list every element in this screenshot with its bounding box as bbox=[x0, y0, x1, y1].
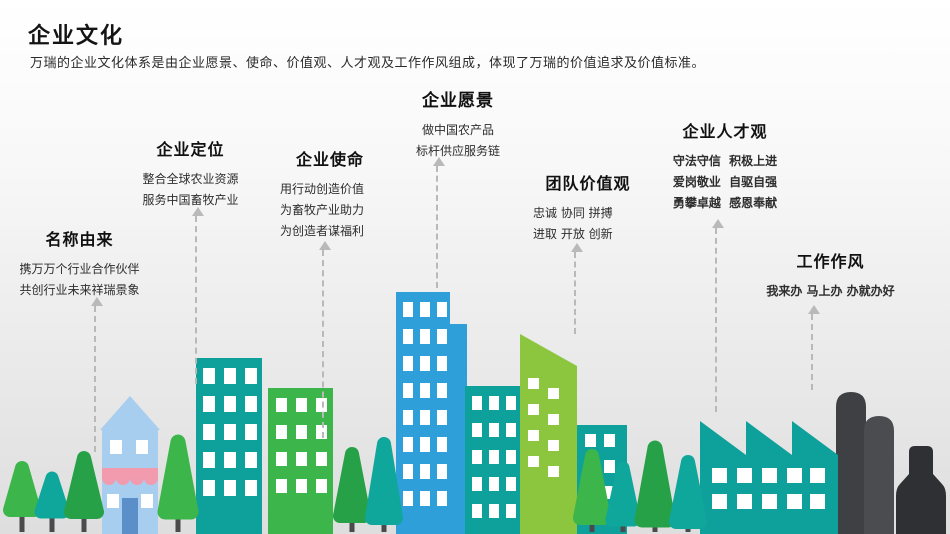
building-blue-tower bbox=[396, 292, 467, 534]
dashed-arrow-positioning bbox=[192, 207, 204, 384]
dashed-arrow-team-values bbox=[571, 243, 583, 334]
section-work-style: 工作作风 我来办 马上办 办就办好 bbox=[748, 248, 913, 302]
section-title: 企业定位 bbox=[156, 140, 225, 159]
section-line: 标杆供应服务链 bbox=[415, 144, 500, 158]
chimney-right bbox=[864, 416, 894, 534]
section-line: 爱岗敬业 自驱自强 bbox=[672, 175, 778, 189]
house bbox=[100, 396, 160, 534]
building-teal-left bbox=[196, 358, 262, 534]
building-lightgreen-slant bbox=[520, 334, 577, 534]
building-teal-mid bbox=[465, 386, 520, 534]
dashed-arrow-vision bbox=[433, 157, 445, 288]
section-line: 整合全球农业资源 bbox=[142, 172, 239, 186]
trees bbox=[3, 434, 707, 532]
section-line: 我来办 马上办 办就办好 bbox=[766, 284, 895, 298]
section-positioning: 企业定位 整合全球农业资源 服务中国畜牧产业 bbox=[113, 136, 268, 211]
section-title: 企业愿景 bbox=[422, 91, 494, 111]
section-title: 团队价值观 bbox=[545, 174, 631, 193]
dashed-arrow-name-origin bbox=[91, 297, 103, 452]
section-line: 用行动创造价值 bbox=[280, 182, 365, 196]
section-line: 进取 开放 创新 bbox=[533, 227, 613, 241]
chimney-left bbox=[836, 392, 866, 534]
dashed-arrow-mission bbox=[319, 241, 331, 438]
dashed-arrow-work-style bbox=[808, 305, 820, 390]
section-team-values: 团队价值观 忠诚 协同 拼搏 进取 开放 创新 bbox=[533, 170, 643, 245]
section-line: 共创行业未来祥瑞景象 bbox=[19, 283, 140, 297]
factory bbox=[700, 421, 838, 534]
section-talent: 企业人才观 守法守信 积极上进 爱岗敬业 自驱自强 勇攀卓越 感恩奉献 bbox=[655, 118, 795, 214]
section-title: 工作作风 bbox=[796, 252, 865, 271]
section-line: 携万万个行业合作伙伴 bbox=[19, 262, 140, 276]
section-title: 企业使命 bbox=[295, 150, 364, 169]
section-line: 忠诚 协同 拼搏 bbox=[533, 206, 613, 220]
section-line: 做中国农产品 bbox=[421, 123, 494, 137]
section-mission: 企业使命 用行动创造价值 为畜牧产业助力 为创造者谋福利 bbox=[280, 146, 380, 242]
bottle-tower bbox=[896, 446, 946, 534]
dashed-arrow-talent bbox=[712, 219, 724, 412]
section-line: 守法守信 积极上进 bbox=[672, 154, 778, 168]
section-name-origin: 名称由来 携万万个行业合作伙伴 共创行业未来祥瑞景象 bbox=[2, 226, 157, 301]
section-line: 服务中国畜牧产业 bbox=[142, 193, 239, 207]
section-line: 勇攀卓越 感恩奉献 bbox=[672, 196, 778, 210]
section-line: 为畜牧产业助力 bbox=[280, 203, 365, 217]
section-title: 名称由来 bbox=[45, 230, 114, 249]
section-vision: 企业愿景 做中国农产品 标杆供应服务链 bbox=[383, 86, 533, 162]
page-subtitle: 万瑞的企业文化体系是由企业愿景、使命、价值观、人才观及工作作风组成，体现了万瑞的… bbox=[30, 56, 706, 71]
section-title: 企业人才观 bbox=[682, 122, 768, 141]
page-title: 企业文化 bbox=[28, 24, 125, 49]
section-line: 为创造者谋福利 bbox=[280, 224, 365, 238]
